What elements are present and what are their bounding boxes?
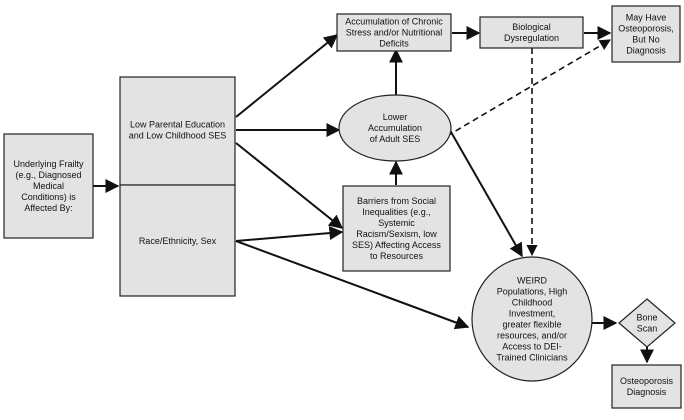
label-line: Populations, High bbox=[497, 287, 568, 297]
label-line: Osteoporosis, bbox=[618, 24, 674, 34]
label-line: Bone bbox=[636, 313, 657, 323]
label-line: Conditions) is bbox=[21, 192, 76, 202]
label-line: SES) Affecting Access bbox=[352, 240, 441, 250]
label-line: Dysregulation bbox=[504, 33, 559, 43]
node-race-ethnicity-sex bbox=[119, 184, 236, 297]
edge-race-to-barriers bbox=[235, 226, 344, 242]
node-race-ethnicity-sex-label: Race/Ethnicity, Sex bbox=[139, 236, 217, 246]
edge-parental-to-chronic-stress bbox=[235, 34, 339, 118]
label-line: Barriers from Social bbox=[357, 196, 436, 206]
label-line: Affected By: bbox=[24, 203, 72, 213]
label-line: Childhood bbox=[512, 298, 553, 308]
edge-adult-ses-to-osteoporosis bbox=[446, 39, 611, 137]
label-line: resources, and/or bbox=[497, 331, 567, 341]
label-line: But No bbox=[632, 35, 660, 45]
edges bbox=[93, 26, 654, 364]
label-line: Osteoporosis bbox=[620, 376, 674, 386]
label-line: Lower bbox=[383, 112, 408, 122]
node-low-parental-education bbox=[119, 76, 236, 186]
label-line: Race/Ethnicity, Sex bbox=[139, 236, 217, 246]
label-line: Diagnosis bbox=[626, 46, 666, 56]
label-line: Scan bbox=[637, 324, 658, 334]
label-line: Biological bbox=[512, 22, 551, 32]
label-line: Systemic bbox=[378, 218, 415, 228]
label-line: Low Parental Education bbox=[130, 120, 225, 130]
edge-parental-to-barriers bbox=[235, 142, 344, 229]
label-line: Deficits bbox=[379, 39, 409, 49]
label-line: Accumulation bbox=[368, 123, 422, 133]
label-line: Underlying Frailty bbox=[13, 159, 84, 169]
label-line: Diagnosis bbox=[627, 387, 667, 397]
label-line: (e.g., Diagnosed bbox=[15, 170, 81, 180]
label-line: Inequalities (e.g., bbox=[362, 207, 431, 217]
label-line: May Have bbox=[626, 13, 667, 23]
label-line: greater flexible bbox=[502, 320, 561, 330]
label-line: of Adult SES bbox=[370, 134, 421, 144]
label-line: Investment, bbox=[509, 309, 556, 319]
label-line: Stress and/or Nutritional bbox=[346, 28, 443, 38]
label-line: Trained Clinicians bbox=[496, 353, 568, 363]
label-line: and Low Childhood SES bbox=[129, 131, 227, 141]
label-line: to Resources bbox=[370, 251, 424, 261]
label-line: Accumulation of Chronic bbox=[345, 17, 443, 27]
label-line: WEIRD bbox=[517, 276, 547, 286]
edge-race-to-weird bbox=[235, 240, 470, 330]
edge-adult-ses-to-weird bbox=[446, 124, 523, 258]
label-line: Access to DEI- bbox=[502, 342, 562, 352]
label-line: Medical bbox=[33, 181, 64, 191]
label-line: Racism/Sexism, low bbox=[356, 229, 437, 239]
